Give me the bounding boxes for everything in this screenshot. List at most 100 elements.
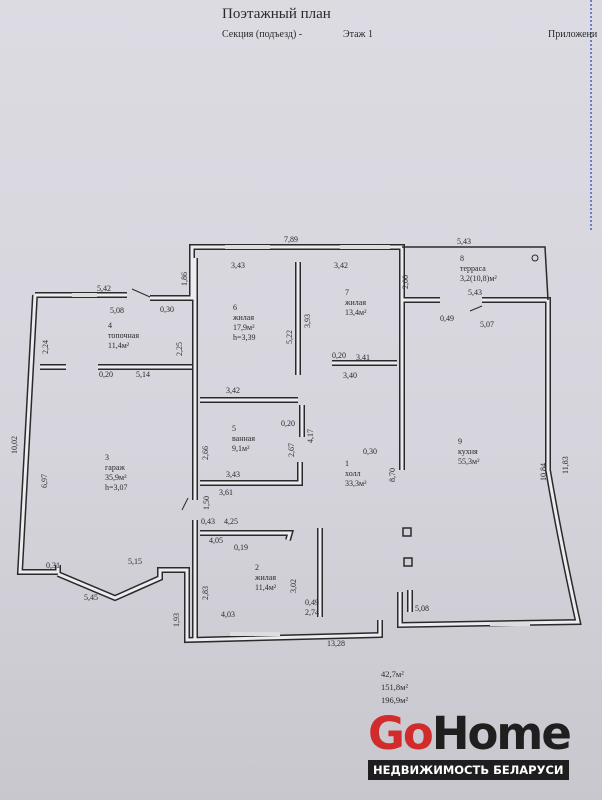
dimension-label: 5,08 [110, 306, 124, 315]
dimension-label: 2,66 [201, 446, 210, 460]
room-area: 17,9м² [233, 323, 255, 332]
dimension-label: 3,43 [231, 261, 245, 270]
dimension-label: 4,05 [209, 536, 223, 545]
dimension-label: 3,02 [289, 579, 298, 593]
dimension-label: 10,02 [10, 436, 19, 454]
dimension-label: 0,20 [332, 351, 346, 360]
dimension-label: 1,86 [180, 272, 189, 286]
appendix-label: Приложени [548, 29, 598, 40]
room-number: 2 [255, 563, 259, 572]
dimension-label: 0,30 [160, 305, 174, 314]
room-number: 8 [460, 254, 464, 263]
room-number: 4 [108, 321, 112, 330]
logo-home: Home [431, 707, 572, 760]
logo-go: Go [368, 707, 434, 760]
dimension-label: 3,42 [226, 386, 240, 395]
section-label: Секция (подъезд) - [222, 29, 303, 40]
dimension-label: 3,40 [343, 371, 357, 380]
dimension-label: 6,97 [40, 474, 49, 488]
dimension-label: 5,43 [468, 288, 482, 297]
dimension-label: 1,50 [202, 496, 211, 510]
walls [16, 244, 582, 644]
document-title: Поэтажный план [222, 6, 331, 22]
dimension-label: 2,67 [287, 443, 296, 457]
dimension-label: 5,43 [457, 237, 471, 246]
dimension-label: 7,89 [284, 235, 298, 244]
dimension-label: 0,30 [363, 447, 377, 456]
room-type: топочная [108, 331, 139, 340]
room-type: ванная [232, 434, 256, 443]
dimension-label: 2,25 [175, 342, 184, 356]
room-area: 11,4м² [255, 583, 277, 592]
dimension-label: 3,41 [356, 353, 370, 362]
room-number: 7 [345, 288, 349, 297]
room-number: 3 [105, 453, 109, 462]
dimension-label: 4,17 [306, 429, 315, 443]
room-type: кухня [458, 447, 478, 456]
room-type: терраса [460, 264, 486, 273]
dimension-label: 0,31 [46, 561, 60, 570]
dimension-label: 5,42 [97, 284, 111, 293]
door-swings [131, 288, 483, 511]
dimension-label: 2,74 [305, 608, 319, 617]
dimension-label: 0,49 [440, 314, 454, 323]
floor-label: Этаж 1 [343, 29, 373, 40]
logo-tagline: НЕДВИЖИМОСТЬ БЕЛАРУСИ [368, 760, 569, 780]
dimension-label: 2,83 [201, 586, 210, 600]
dimension-label: 11,83 [561, 456, 570, 474]
page-margin-line [590, 0, 592, 230]
room-area: 55,3м² [458, 457, 480, 466]
room-number: 9 [458, 437, 462, 446]
terrace-post [531, 254, 539, 262]
dimension-label: 0,20 [281, 419, 295, 428]
room-area: 35,9м² [105, 473, 127, 482]
room-area: 13,4м² [345, 308, 367, 317]
room-type: жилая [233, 313, 255, 322]
total-area: 42,7м² [381, 669, 404, 679]
dimension-label: 5,22 [285, 330, 294, 344]
dimension-label: 5,15 [128, 557, 142, 566]
room-area: 33,3м² [345, 479, 367, 488]
column [403, 557, 413, 567]
area-totals: 42,7м² 151,8м² 196,9м² [381, 668, 408, 707]
dimension-label: 3,61 [219, 488, 233, 497]
windows [72, 245, 530, 636]
dimension-label: 3,93 [303, 314, 312, 328]
dimension-label: 4,03 [221, 610, 235, 619]
dimension-label: 10,84 [539, 463, 548, 481]
dimension-label: 13,28 [327, 639, 345, 648]
dimension-label: 2,24 [41, 340, 50, 354]
room-type: холл [345, 469, 361, 478]
gohome-watermark-logo: GoHome НЕДВИЖИМОСТЬ БЕЛАРУСИ [368, 707, 572, 780]
dimension-label: 8,70 [388, 468, 397, 482]
room-type: гараж [105, 463, 125, 472]
room-height: h=3,07 [105, 483, 128, 492]
total-area: 151,8м² [381, 682, 409, 692]
room-type: жилая [345, 298, 367, 307]
dimension-label: 0,19 [234, 543, 248, 552]
dimension-label: 5,08 [415, 604, 429, 613]
room-number: 5 [232, 424, 236, 433]
room-height: h=3,39 [233, 333, 256, 342]
room-area: 11,4м² [108, 341, 130, 350]
room-area: 9,1м² [232, 444, 250, 453]
dimension-label: 5,14 [136, 370, 150, 379]
room-area: 3,2(10,8)м² [460, 274, 497, 283]
dimension-label: 5,45 [84, 593, 98, 602]
room-number: 6 [233, 303, 237, 312]
terrace-outline [402, 246, 549, 301]
column [402, 527, 412, 537]
room-type: жилая [255, 573, 277, 582]
dimension-label: 0,49 [305, 598, 319, 607]
dimension-label: 3,42 [334, 261, 348, 270]
